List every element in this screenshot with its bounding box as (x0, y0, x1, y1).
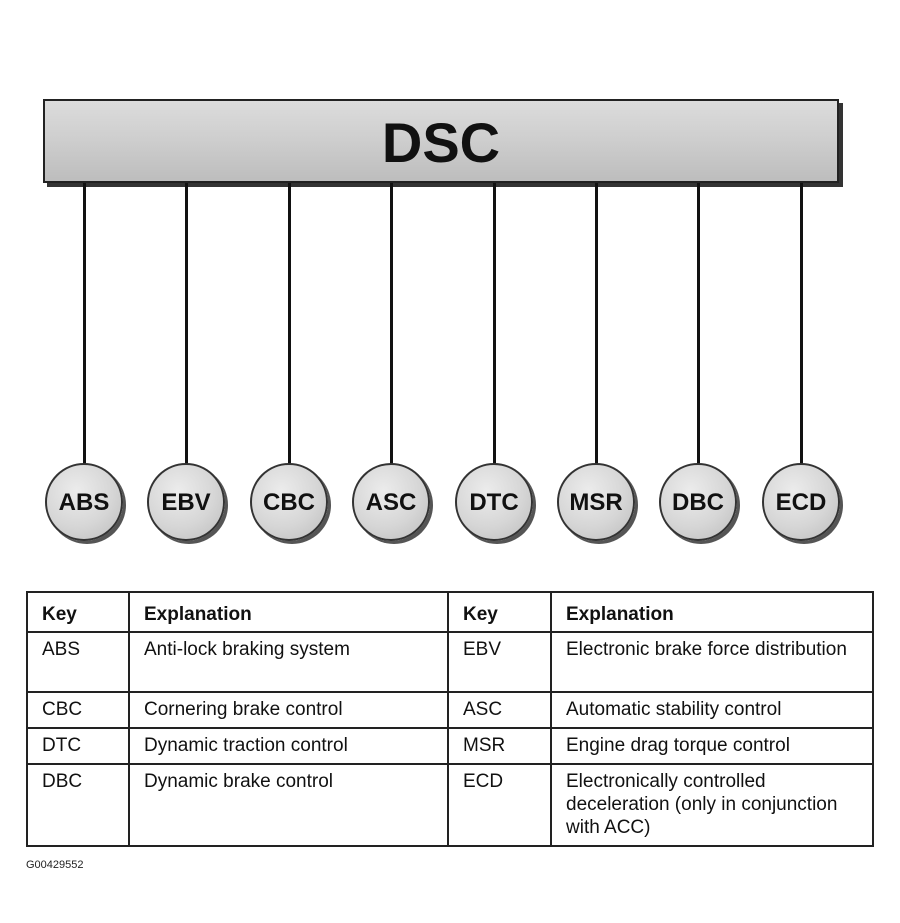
node-label: CBC (263, 489, 315, 516)
explanation-cell: Engine drag torque control (550, 727, 874, 765)
table-row: CBC Cornering brake control ASC Automati… (26, 691, 874, 729)
header-key-2: Key (447, 591, 552, 633)
node-dbc: DBC (659, 463, 737, 541)
key-cell: DBC (26, 763, 130, 847)
node-asc: ASC (352, 463, 430, 541)
node-msr: MSR (557, 463, 635, 541)
key-cell: MSR (447, 727, 552, 765)
node-label: MSR (569, 489, 623, 516)
explanation-cell: Electronically controlled deceleration (… (550, 763, 874, 847)
explanation-cell: Dynamic traction control (128, 727, 449, 765)
node-abs: ABS (45, 463, 123, 541)
connector-line (185, 183, 188, 466)
explanation-cell: Electronic brake force distribution (550, 631, 874, 693)
dsc-bar: DSC (43, 99, 839, 183)
node-label: ABS (58, 489, 110, 516)
node-label: DBC (672, 489, 724, 516)
table-row: DBC Dynamic brake control ECD Electronic… (26, 763, 874, 847)
connector-line (390, 183, 393, 466)
node-ecd: ECD (762, 463, 840, 541)
node-label: ECD (775, 489, 827, 516)
node-dtc: DTC (455, 463, 533, 541)
key-cell: ASC (447, 691, 552, 729)
key-cell: CBC (26, 691, 130, 729)
dsc-title: DSC (381, 111, 501, 174)
node-label: DTC (469, 489, 519, 516)
explanation-cell: Anti-lock braking system (128, 631, 449, 693)
connector-line (83, 183, 86, 466)
header-explanation-1: Explanation (128, 591, 449, 633)
explanation-cell: Dynamic brake control (128, 763, 449, 847)
connector-line (800, 183, 803, 466)
connector-line (493, 183, 496, 466)
explanation-cell: Cornering brake control (128, 691, 449, 729)
table-row: ABS Anti-lock braking system EBV Electro… (26, 631, 874, 693)
key-cell: ECD (447, 763, 552, 847)
node-label: EBV (161, 489, 211, 516)
connector-line (595, 183, 598, 466)
connector-line (697, 183, 700, 466)
key-cell: DTC (26, 727, 130, 765)
header-key-1: Key (26, 591, 130, 633)
node-cbc: CBC (250, 463, 328, 541)
table-header-row: Key Explanation Key Explanation (26, 591, 874, 633)
table-row: DTC Dynamic traction control MSR Engine … (26, 727, 874, 765)
header-explanation-2: Explanation (550, 591, 874, 633)
key-table: Key Explanation Key Explanation ABS Anti… (26, 591, 874, 847)
explanation-cell: Automatic stability control (550, 691, 874, 729)
node-label: ASC (365, 489, 417, 516)
key-cell: EBV (447, 631, 552, 693)
key-cell: ABS (26, 631, 130, 693)
node-ebv: EBV (147, 463, 225, 541)
reference-code: G00429552 (26, 859, 84, 871)
connector-line (288, 183, 291, 466)
